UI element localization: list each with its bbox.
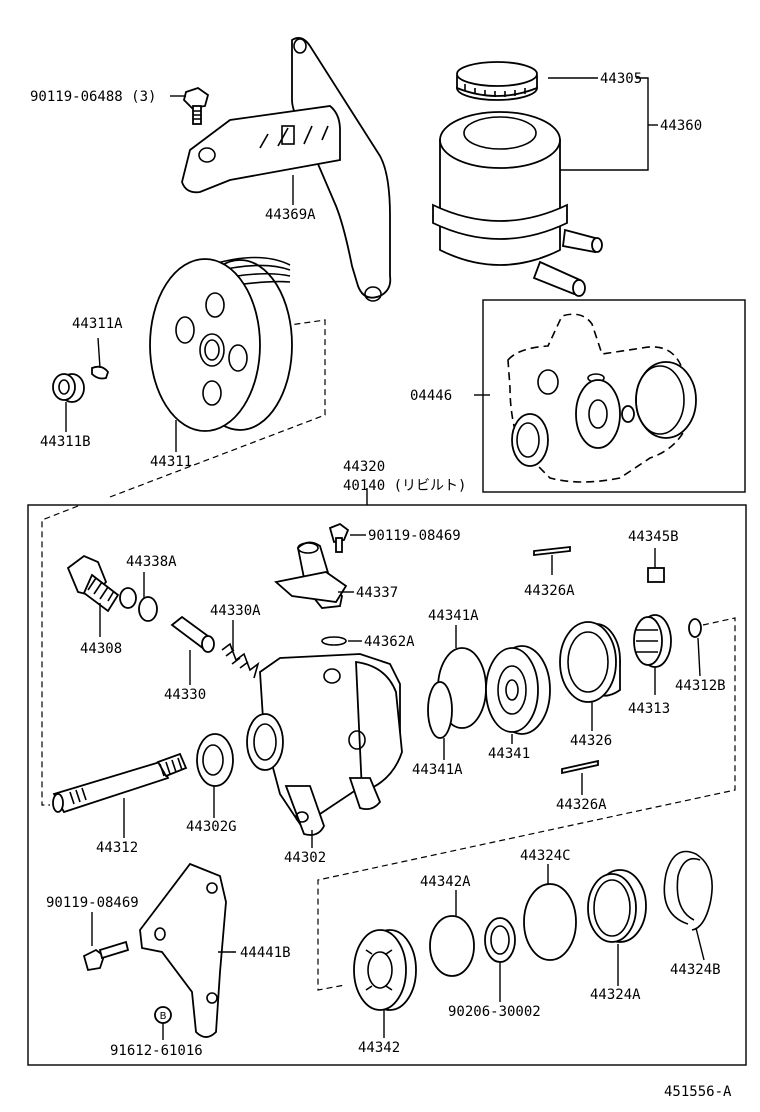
bolt-90119-08469-top: [328, 522, 350, 553]
label-04446: 04446: [410, 388, 452, 404]
label-90119-08469-bot: 90119-08469: [46, 895, 139, 911]
label-44320: 44320: [343, 459, 385, 475]
label-44324a: 44324A: [590, 987, 641, 1003]
label-44312b: 44312B: [675, 678, 726, 694]
oring-44338a: [138, 596, 158, 622]
snap-ring-44324b: [663, 850, 713, 931]
outlet-44337: [274, 541, 348, 609]
pulley-dash-frame: [109, 319, 326, 498]
cam-ring-44326: [559, 621, 621, 703]
label-44341a-bot: 44341A: [412, 762, 463, 778]
part-labels: 90119-06488 (3) 44305 44360 44369A 44311…: [30, 71, 732, 1100]
label-44312: 44312: [96, 840, 138, 856]
label-44330: 44330: [164, 687, 206, 703]
label-44338a: 44338A: [126, 554, 177, 570]
seal-44302g: [196, 733, 234, 787]
figure-number: 451556-A: [664, 1084, 732, 1100]
label-44305: 44305: [600, 71, 642, 87]
cap-44305: [456, 61, 538, 101]
spring-44330a: [221, 642, 260, 679]
bracket-44369a: [181, 37, 392, 302]
valve-44330: [170, 615, 215, 653]
label-44369a: 44369A: [265, 207, 316, 223]
label-44441b: 44441B: [240, 945, 291, 961]
label-44341: 44341: [488, 746, 530, 762]
ring-44324a: [587, 869, 647, 943]
label-44311a: 44311A: [72, 316, 123, 332]
label-44311: 44311: [150, 454, 192, 470]
label-44342a: 44342A: [420, 874, 471, 890]
pin-44326a-bot: [561, 759, 599, 775]
seal-kit-04446: [507, 313, 697, 483]
oring-44324c: [523, 883, 577, 961]
right-dash-frame: [317, 617, 736, 991]
bolt-90119-06488: [183, 87, 210, 125]
label-44324c: 44324C: [520, 848, 571, 864]
fitting-44308: [66, 554, 137, 613]
label-91612-61016: 91612-61016: [110, 1043, 203, 1059]
label-44330a: 44330A: [210, 603, 261, 619]
svg-text:B: B: [160, 1011, 167, 1022]
label-44313: 44313: [628, 701, 670, 717]
pulley-44311: [149, 256, 293, 432]
pin-44326a-top: [533, 545, 571, 557]
leader-lines: [65, 77, 705, 1040]
label-90119-06488: 90119-06488 (3): [30, 89, 156, 105]
bolt-90119-08469-bot: [82, 940, 130, 972]
label-44362a: 44362A: [364, 634, 415, 650]
snap-ring-90206-30002: [484, 917, 516, 963]
key-44311a: [91, 365, 110, 380]
left-dash-frame: [41, 505, 79, 806]
clip-44312b: [688, 618, 702, 638]
oring-44342a: [429, 915, 475, 977]
nut-91612-61016: B: [154, 1006, 172, 1024]
label-44345b: 44345B: [628, 529, 679, 545]
pump-body-44302: [246, 653, 403, 836]
label-44326a-top: 44326A: [524, 583, 575, 599]
label-44341a-top: 44341A: [428, 608, 479, 624]
label-44360: 44360: [660, 118, 702, 134]
label-44324b: 44324B: [670, 962, 721, 978]
label-44311b: 44311B: [40, 434, 91, 450]
label-44302: 44302: [284, 850, 326, 866]
label-44302g: 44302G: [186, 819, 237, 835]
label-40140: 40140 (リビルト): [343, 478, 466, 494]
bracket-44441b: [139, 862, 227, 1038]
oring-44362a: [321, 636, 347, 646]
nut-44311b: [52, 373, 85, 403]
plate-44341: [485, 645, 551, 735]
assembly-box: [27, 504, 747, 1066]
label-44342: 44342: [358, 1040, 400, 1056]
label-44326a-bot: 44326A: [556, 797, 607, 813]
shaft-44312: [52, 752, 188, 814]
reservoir-44360: [432, 111, 603, 297]
label-44337: 44337: [356, 585, 398, 601]
rotor-44313: [633, 614, 672, 668]
label-90119-08469-top: 90119-08469: [368, 528, 461, 544]
housing-44342: [353, 929, 417, 1011]
label-44308: 44308: [80, 641, 122, 657]
oring-44341a-bot: [427, 681, 453, 739]
label-90206-30002: 90206-30002: [448, 1004, 541, 1020]
label-44326: 44326: [570, 733, 612, 749]
seal-kit-box: [482, 299, 746, 493]
vane-44345b: [647, 567, 665, 583]
